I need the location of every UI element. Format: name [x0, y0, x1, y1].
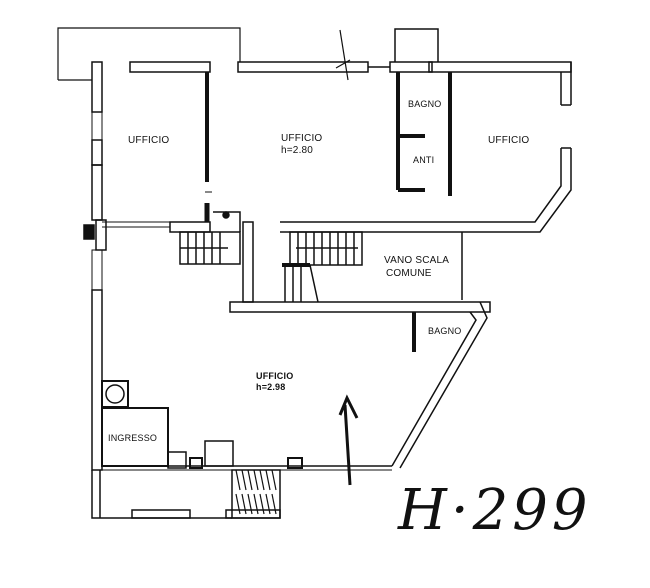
room-height-ufficio-4: h=2.98: [256, 382, 286, 392]
room-height-ufficio-2: h=2.80: [281, 145, 314, 156]
room-label-ufficio-2: UFFICIO: [281, 133, 323, 144]
room-label-bagno-2: BAGNO: [428, 326, 462, 336]
room-label-ingresso: INGRESSO: [108, 433, 158, 443]
room-label-ufficio-4: UFFICIO: [256, 371, 294, 381]
room-label-vano-scala: VANO SCALA: [384, 255, 450, 266]
room-label-vano-scala-line2: COMUNE: [386, 268, 432, 279]
room-label-anti: ANTI: [413, 155, 435, 165]
room-label-ufficio-1: UFFICIO: [128, 135, 170, 146]
room-label-ufficio-3: UFFICIO: [488, 135, 530, 146]
balcony-outline: [57, 27, 241, 80]
handwritten-annotation: H·299: [398, 478, 592, 543]
room-label-bagno-1: BAGNO: [408, 99, 442, 109]
